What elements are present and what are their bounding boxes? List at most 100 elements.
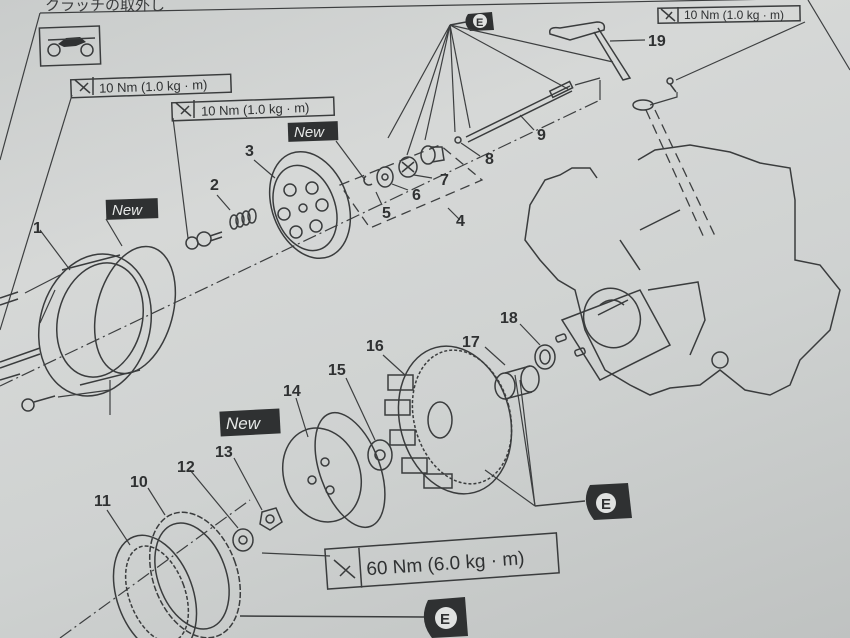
callout-3: 3 — [245, 143, 254, 160]
callout-14: 14 — [283, 383, 301, 400]
leader-line — [106, 509, 131, 546]
lock-washer — [367, 439, 393, 471]
new-badge: New — [287, 121, 339, 142]
long-push-rod — [465, 80, 574, 143]
torque-value: 10 Nm (1.0 kg · m) — [201, 100, 310, 119]
callout-18: 18 — [500, 310, 518, 327]
leader-line — [382, 354, 406, 376]
short-push-rod — [420, 145, 445, 165]
new-badge: New — [219, 408, 281, 437]
thrust-washer — [534, 344, 556, 370]
leader-line — [391, 183, 409, 191]
washer — [376, 166, 394, 188]
leader-line — [519, 323, 541, 346]
callout-10: 10 — [130, 474, 148, 491]
clutch-plate — [112, 534, 198, 638]
ball — [454, 136, 462, 144]
spacer — [494, 365, 540, 400]
svg-text:E: E — [476, 17, 483, 29]
leader-line — [375, 191, 383, 206]
leader-line — [39, 229, 71, 271]
pressure-plate — [268, 150, 352, 260]
leader-line — [447, 207, 461, 221]
leader-line — [460, 142, 481, 157]
callout-11: 11 — [94, 493, 111, 510]
clutch-cover — [37, 245, 177, 397]
engine-oil-icon: E — [534, 483, 632, 520]
callout-2: 2 — [210, 177, 219, 194]
friction-plate — [148, 511, 242, 638]
frame-top-border — [39, 0, 757, 14]
leader-line — [189, 469, 239, 529]
svg-text:E: E — [601, 496, 611, 513]
bearing — [398, 156, 418, 178]
torque-wrench-icon — [175, 102, 192, 117]
push-lever-shaft — [548, 21, 632, 81]
torque-wrench-icon — [74, 79, 91, 94]
callout-4: 4 — [456, 213, 465, 230]
motorcycle-icon — [38, 25, 102, 67]
svg-text:New: New — [112, 202, 143, 219]
frame-left-border — [0, 12, 41, 161]
lever-bolt — [666, 77, 677, 93]
frame-right-border — [807, 0, 850, 71]
lock-washer-13 — [259, 507, 283, 531]
torque-spec-cover-bolts: 10 Nm (1.0 kg · m) — [69, 73, 233, 99]
callout-15: 15 — [328, 362, 346, 379]
callout-16: 16 — [366, 338, 384, 355]
leader-line — [335, 140, 366, 181]
torque-value: 10 Nm (1.0 kg · m) — [684, 8, 784, 22]
torque-wrench-icon — [333, 559, 356, 579]
svg-text:E: E — [440, 611, 450, 628]
leader-line — [233, 457, 263, 511]
leader-line — [413, 174, 433, 179]
leader-line — [0, 94, 73, 331]
clutch-housing — [384, 345, 513, 495]
oil-leader-lines — [387, 24, 614, 507]
leader-line — [147, 487, 166, 516]
callout-1: 1 — [33, 220, 42, 237]
leader-line — [484, 346, 506, 366]
engine-oil-icon: E — [449, 12, 494, 31]
page-heading: クラッチの取外し — [45, 0, 165, 14]
lever-clip — [632, 99, 654, 111]
engine-oil-icon: E — [239, 597, 468, 638]
callout-12: 12 — [177, 459, 195, 476]
assembly-group-outline — [338, 144, 484, 229]
callout-5: 5 — [382, 205, 391, 222]
leader-line — [519, 114, 535, 131]
callout-8: 8 — [485, 151, 494, 168]
callout-7: 7 — [440, 172, 449, 189]
callout-13: 13 — [215, 444, 233, 461]
callout-6: 6 — [412, 187, 421, 204]
leader-line — [345, 377, 376, 441]
torque-spec-boss-nut: 60 Nm (6.0 kg · m) — [324, 532, 560, 590]
torque-value: 60 Nm (6.0 kg · m) — [366, 548, 525, 580]
engine-crankcase — [524, 144, 841, 396]
circlip — [363, 175, 373, 186]
leader-line — [105, 218, 123, 247]
torque-spec-push-lever-bolt: 10 Nm (1.0 kg · m) — [657, 4, 801, 25]
leader-line — [574, 77, 601, 86]
leader-line — [57, 380, 111, 415]
leader-line — [609, 39, 646, 42]
center-axis-line — [59, 499, 251, 638]
svg-text:New: New — [226, 414, 262, 433]
callout-17: 17 — [462, 334, 480, 351]
shaft-hidden-line — [645, 109, 706, 241]
leader-line — [649, 92, 678, 106]
leader-line — [24, 274, 61, 324]
svg-text:New: New — [294, 124, 325, 141]
shaft-hidden-line — [654, 109, 717, 239]
clutch-spring — [229, 208, 257, 230]
leader-line — [675, 21, 806, 81]
center-axis-line — [0, 99, 601, 387]
leader-line — [295, 397, 309, 438]
leader-line — [172, 117, 189, 239]
leader-line — [216, 194, 231, 211]
nut — [232, 528, 254, 552]
spring-bolt — [185, 231, 223, 250]
torque-wrench-icon — [660, 8, 676, 22]
